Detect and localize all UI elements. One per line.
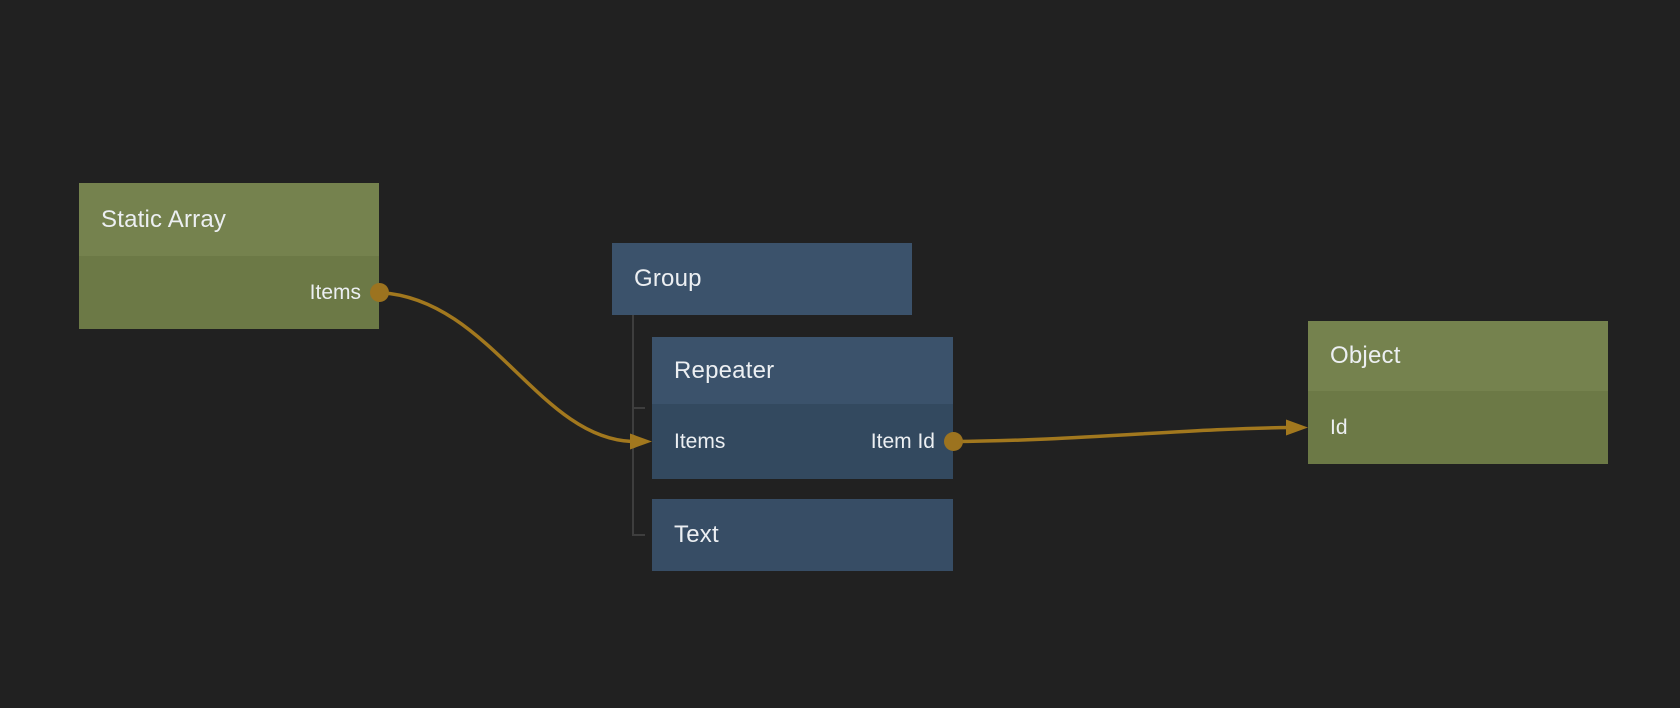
node-object-input-row: Id <box>1308 391 1608 464</box>
output-port-item-id[interactable] <box>944 432 963 451</box>
port-label-items: Items <box>309 280 361 304</box>
node-object[interactable]: Object Id <box>1308 321 1608 464</box>
node-text-header[interactable]: Text <box>652 499 953 571</box>
node-title: Text <box>674 521 719 548</box>
node-text[interactable]: Text <box>652 499 953 571</box>
node-static-array-header[interactable]: Static Array <box>79 183 379 256</box>
node-static-array-output-row: Items <box>79 256 389 329</box>
arrowhead-icon <box>1286 419 1308 436</box>
node-repeater[interactable]: Repeater Items Item Id <box>652 337 963 479</box>
hierarchy-tree-tick-repeater <box>632 407 645 409</box>
node-title: Static Array <box>101 205 227 233</box>
node-object-header[interactable]: Object <box>1308 321 1608 391</box>
wire-path[interactable] <box>378 290 633 444</box>
wire-static-array-items-to-repeater-items[interactable] <box>378 290 652 450</box>
port-label-items: Items <box>674 429 726 453</box>
node-static-array[interactable]: Static Array Items <box>79 183 389 329</box>
node-group-header[interactable]: Group <box>612 243 912 315</box>
node-repeater-port-row: Items Item Id <box>652 404 963 479</box>
node-title: Object <box>1330 342 1401 369</box>
node-title: Repeater <box>674 356 775 384</box>
hierarchy-tree-tick-text <box>632 534 645 536</box>
wire-repeater-itemid-to-object-id[interactable] <box>952 419 1308 444</box>
output-port-items[interactable] <box>370 283 389 302</box>
port-label-id: Id <box>1330 415 1348 439</box>
node-title: Group <box>634 265 702 292</box>
node-group[interactable]: Group <box>612 243 912 315</box>
port-label-item-id: Item Id <box>870 429 935 453</box>
wire-path[interactable] <box>952 425 1291 444</box>
hierarchy-tree-line <box>632 315 634 536</box>
node-repeater-header[interactable]: Repeater <box>652 337 953 404</box>
